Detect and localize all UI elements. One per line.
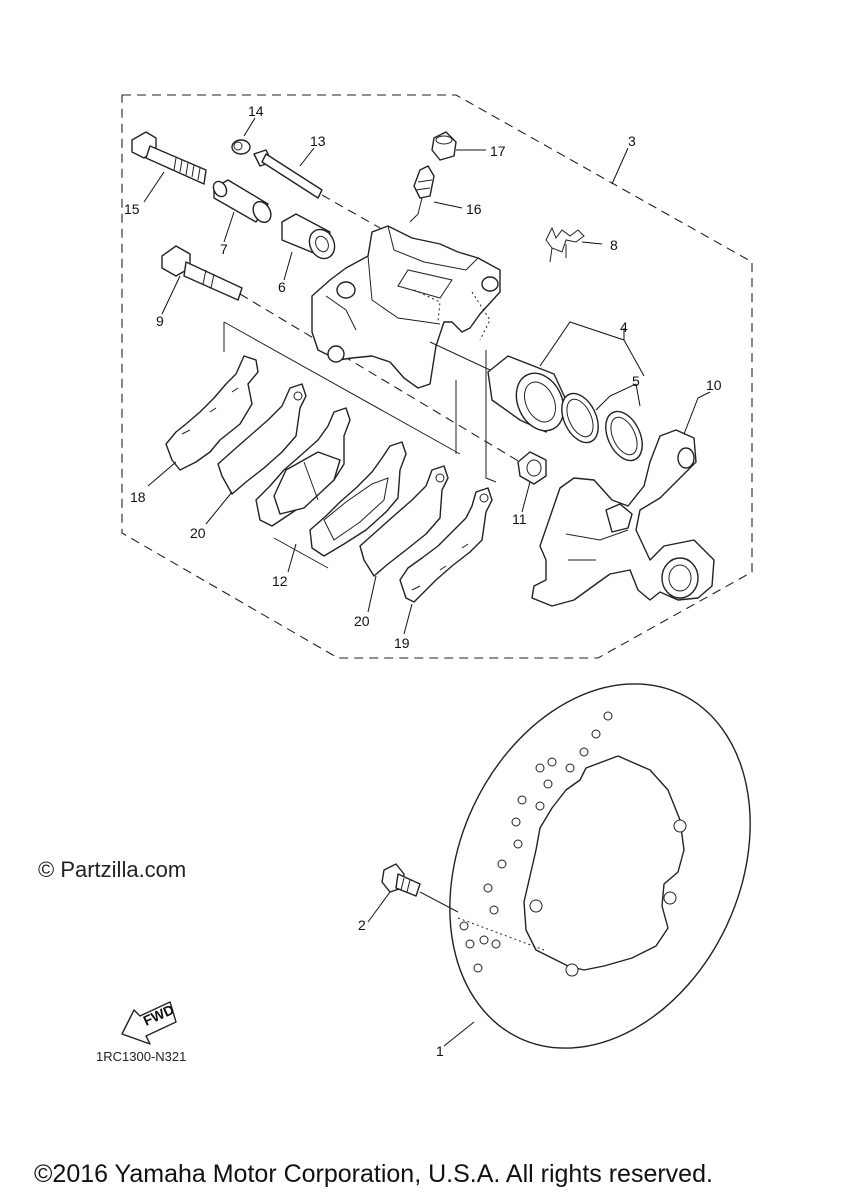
callout-numbers: 1 2 3 4 5 6 7 8 9 10 11 12 13 14 15 16 1… — [124, 103, 722, 1059]
caliper-assembly-boundary — [121, 94, 753, 659]
part-8-spring-clip — [545, 226, 585, 263]
callout-12: 12 — [272, 573, 288, 589]
part-12-brake-pads — [255, 407, 407, 557]
part-5-seals — [561, 392, 643, 462]
pad-frame-bottom — [273, 537, 329, 569]
diagram-code: 1RC1300-N321 — [96, 1049, 187, 1064]
part-18-shim — [165, 355, 259, 471]
callout-15: 15 — [124, 201, 140, 217]
part-17-bleed-cap — [431, 131, 457, 161]
callout-20b: 20 — [354, 613, 370, 629]
part-11-bushing — [517, 451, 547, 485]
callout-7: 7 — [220, 241, 228, 257]
callout-6: 6 — [278, 279, 286, 295]
part-2-disc-bolt — [381, 863, 459, 913]
callout-18: 18 — [130, 489, 146, 505]
callout-4: 4 — [620, 319, 628, 335]
pad-group-frame-left — [223, 321, 461, 455]
callout-2: 2 — [358, 917, 366, 933]
callout-1: 1 — [436, 1043, 444, 1059]
partzilla-watermark: © Partzilla.com — [38, 857, 187, 882]
part-15-bolt — [131, 131, 207, 185]
part-10-caliper-bracket — [531, 429, 715, 607]
callout-20a: 20 — [190, 525, 206, 541]
part-20-shim-lower — [359, 465, 449, 577]
part-4-piston — [429, 341, 567, 433]
pad-frame-right — [485, 350, 497, 483]
caliper-body — [311, 225, 501, 389]
part-14-cap — [231, 139, 251, 155]
part-20-shim-upper — [217, 383, 307, 495]
callout-16: 16 — [466, 201, 482, 217]
callout-13: 13 — [310, 133, 326, 149]
part-19-shim — [399, 487, 493, 603]
leader-lines — [143, 117, 711, 1047]
callout-11: 11 — [512, 511, 527, 527]
part-1-brake-disc — [449, 683, 751, 1049]
callout-3: 3 — [628, 133, 636, 149]
fwd-arrow-icon: FWD — [121, 1001, 177, 1045]
callout-14: 14 — [248, 103, 264, 119]
part-9-bolt — [161, 245, 521, 463]
callout-17: 17 — [490, 143, 506, 159]
callout-8: 8 — [610, 237, 618, 253]
copyright-notice: ©2016 Yamaha Motor Corporation, U.S.A. A… — [34, 1160, 713, 1188]
callout-5: 5 — [632, 373, 640, 389]
part-7-sleeve — [212, 179, 272, 224]
callout-19: 19 — [394, 635, 410, 651]
part-16-bleeder-screw — [409, 165, 435, 223]
callout-9: 9 — [156, 313, 164, 329]
part-13-pin — [253, 149, 381, 229]
callout-10: 10 — [706, 377, 722, 393]
part-6-boot — [281, 213, 336, 260]
